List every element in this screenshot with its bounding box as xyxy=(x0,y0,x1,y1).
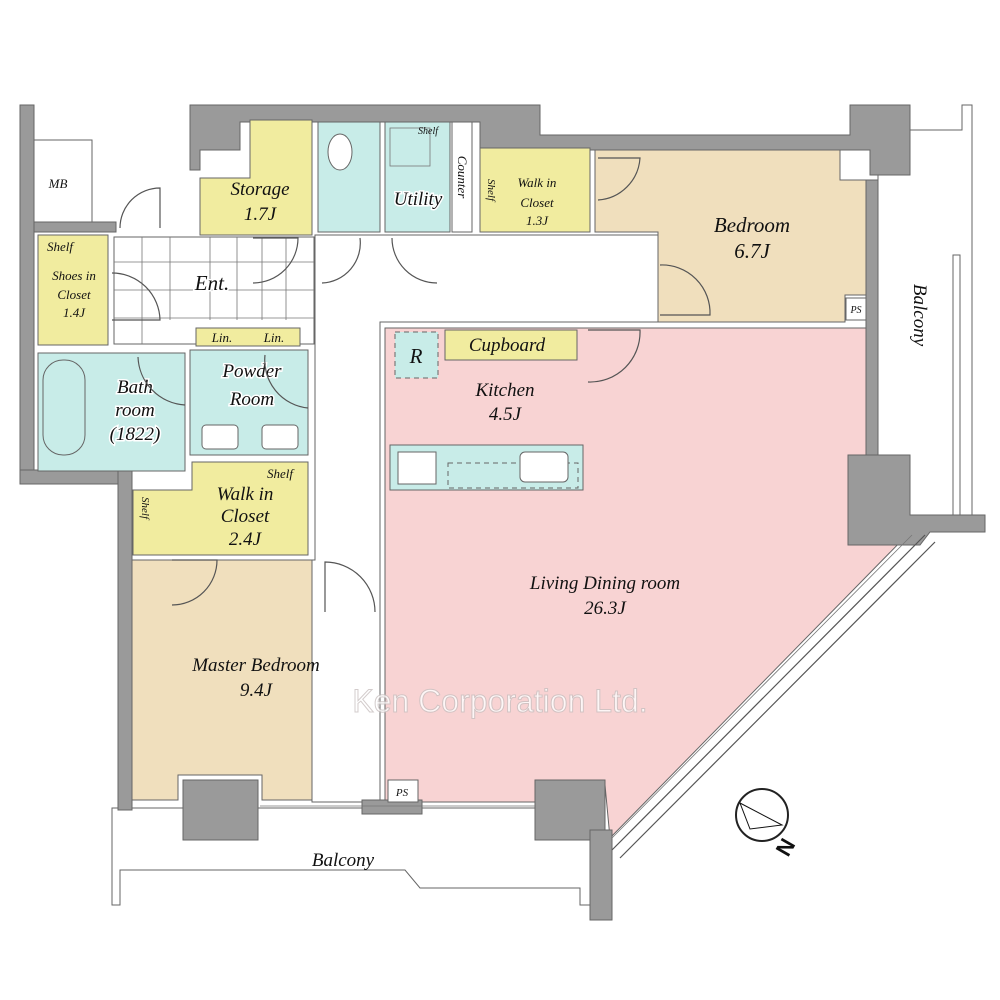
storage-label: Storage xyxy=(230,179,289,200)
wic-large-shelf-left: Shelf xyxy=(139,497,151,521)
wic-large-label-1: Walk in xyxy=(217,484,274,505)
kitchen-size: 4.5J xyxy=(489,404,523,425)
wic-small-label-2: Closet xyxy=(520,195,554,210)
balcony-bottom-label: Balcony xyxy=(312,850,375,871)
cupboard-label: Cupboard xyxy=(469,335,546,356)
bath-label-1: Bath xyxy=(117,377,153,398)
utility-label: Utility xyxy=(394,189,443,210)
entrance-label: Ent. xyxy=(194,271,229,295)
bath-label-2: room xyxy=(115,400,154,421)
storage: Storage 1.7J xyxy=(199,119,313,236)
powder-room: Lin. Lin. Powder Room xyxy=(189,327,309,456)
shoes-label-2: Closet xyxy=(57,287,91,302)
bedroom-size: 6.7J xyxy=(734,239,771,263)
bathtub-icon xyxy=(42,359,86,456)
north-arrow-icon: N xyxy=(735,788,800,860)
wic-large-shelf-top: Shelf xyxy=(267,466,295,481)
kitchen-label: Kitchen xyxy=(474,380,534,401)
meter-box: MB xyxy=(33,139,93,223)
walls xyxy=(19,104,986,921)
toilet-icon xyxy=(327,133,353,171)
bath-size: (1822) xyxy=(110,424,161,445)
watermark: Ken Corporation Ltd. xyxy=(352,683,647,719)
living-label: Living Dining room xyxy=(529,573,680,594)
balcony-right-label: Balcony xyxy=(909,284,930,347)
ps-box-right: PS xyxy=(845,297,867,321)
wic-small-label-1: Walk in xyxy=(518,175,557,190)
wic-large-size: 2.4J xyxy=(229,529,263,550)
shoes-size: 1.4J xyxy=(63,305,86,320)
doors xyxy=(111,157,711,613)
kitchen-sink-icon xyxy=(519,451,569,483)
shoes-shelf-label: Shelf xyxy=(47,239,75,254)
living-size: 26.3J xyxy=(584,598,627,619)
wic-large-label-2: Closet xyxy=(221,506,270,527)
walk-in-closet-large: Shelf Shelf Walk in Closet 2.4J xyxy=(132,461,309,556)
master-bedroom-label: Master Bedroom xyxy=(191,655,320,676)
ps-box-bottom: PS xyxy=(387,779,419,803)
bathroom: Bath room (1822) xyxy=(37,352,186,472)
walk-in-closet-small: Shelf Walk in Closet 1.3J xyxy=(479,147,591,233)
storage-size: 1.7J xyxy=(244,204,278,225)
sink-icon xyxy=(201,424,239,450)
powder-label-2: Room xyxy=(229,389,274,410)
sink-icon xyxy=(261,424,299,450)
ps-label-bottom: PS xyxy=(395,787,409,799)
utility-shelf-label: Shelf xyxy=(418,126,439,137)
wic-small-size: 1.3J xyxy=(526,213,549,228)
master-bedroom-size: 9.4J xyxy=(240,680,274,701)
stove-icon xyxy=(397,451,437,485)
counter-label: Counter xyxy=(455,156,470,200)
linen-label-2: Lin. xyxy=(263,330,285,345)
bedroom-label: Bedroom xyxy=(714,213,790,237)
toilet-room xyxy=(317,121,381,233)
powder-label-1: Powder xyxy=(221,361,282,382)
bedroom xyxy=(594,147,871,323)
shoes-closet: Shelf Shoes in Closet 1.4J xyxy=(37,234,109,346)
linen-label-1: Lin. xyxy=(211,330,233,345)
wic-small-shelf-label: Shelf xyxy=(485,179,497,203)
mb-label: MB xyxy=(48,176,68,191)
utility: Shelf Utility Counter xyxy=(384,121,473,233)
ps-label-right: PS xyxy=(849,305,861,316)
kitchen: R Cupboard Kitchen 4.5J xyxy=(389,329,584,491)
shoes-label-1: Shoes in xyxy=(52,268,96,283)
fridge-label: R xyxy=(409,344,423,368)
